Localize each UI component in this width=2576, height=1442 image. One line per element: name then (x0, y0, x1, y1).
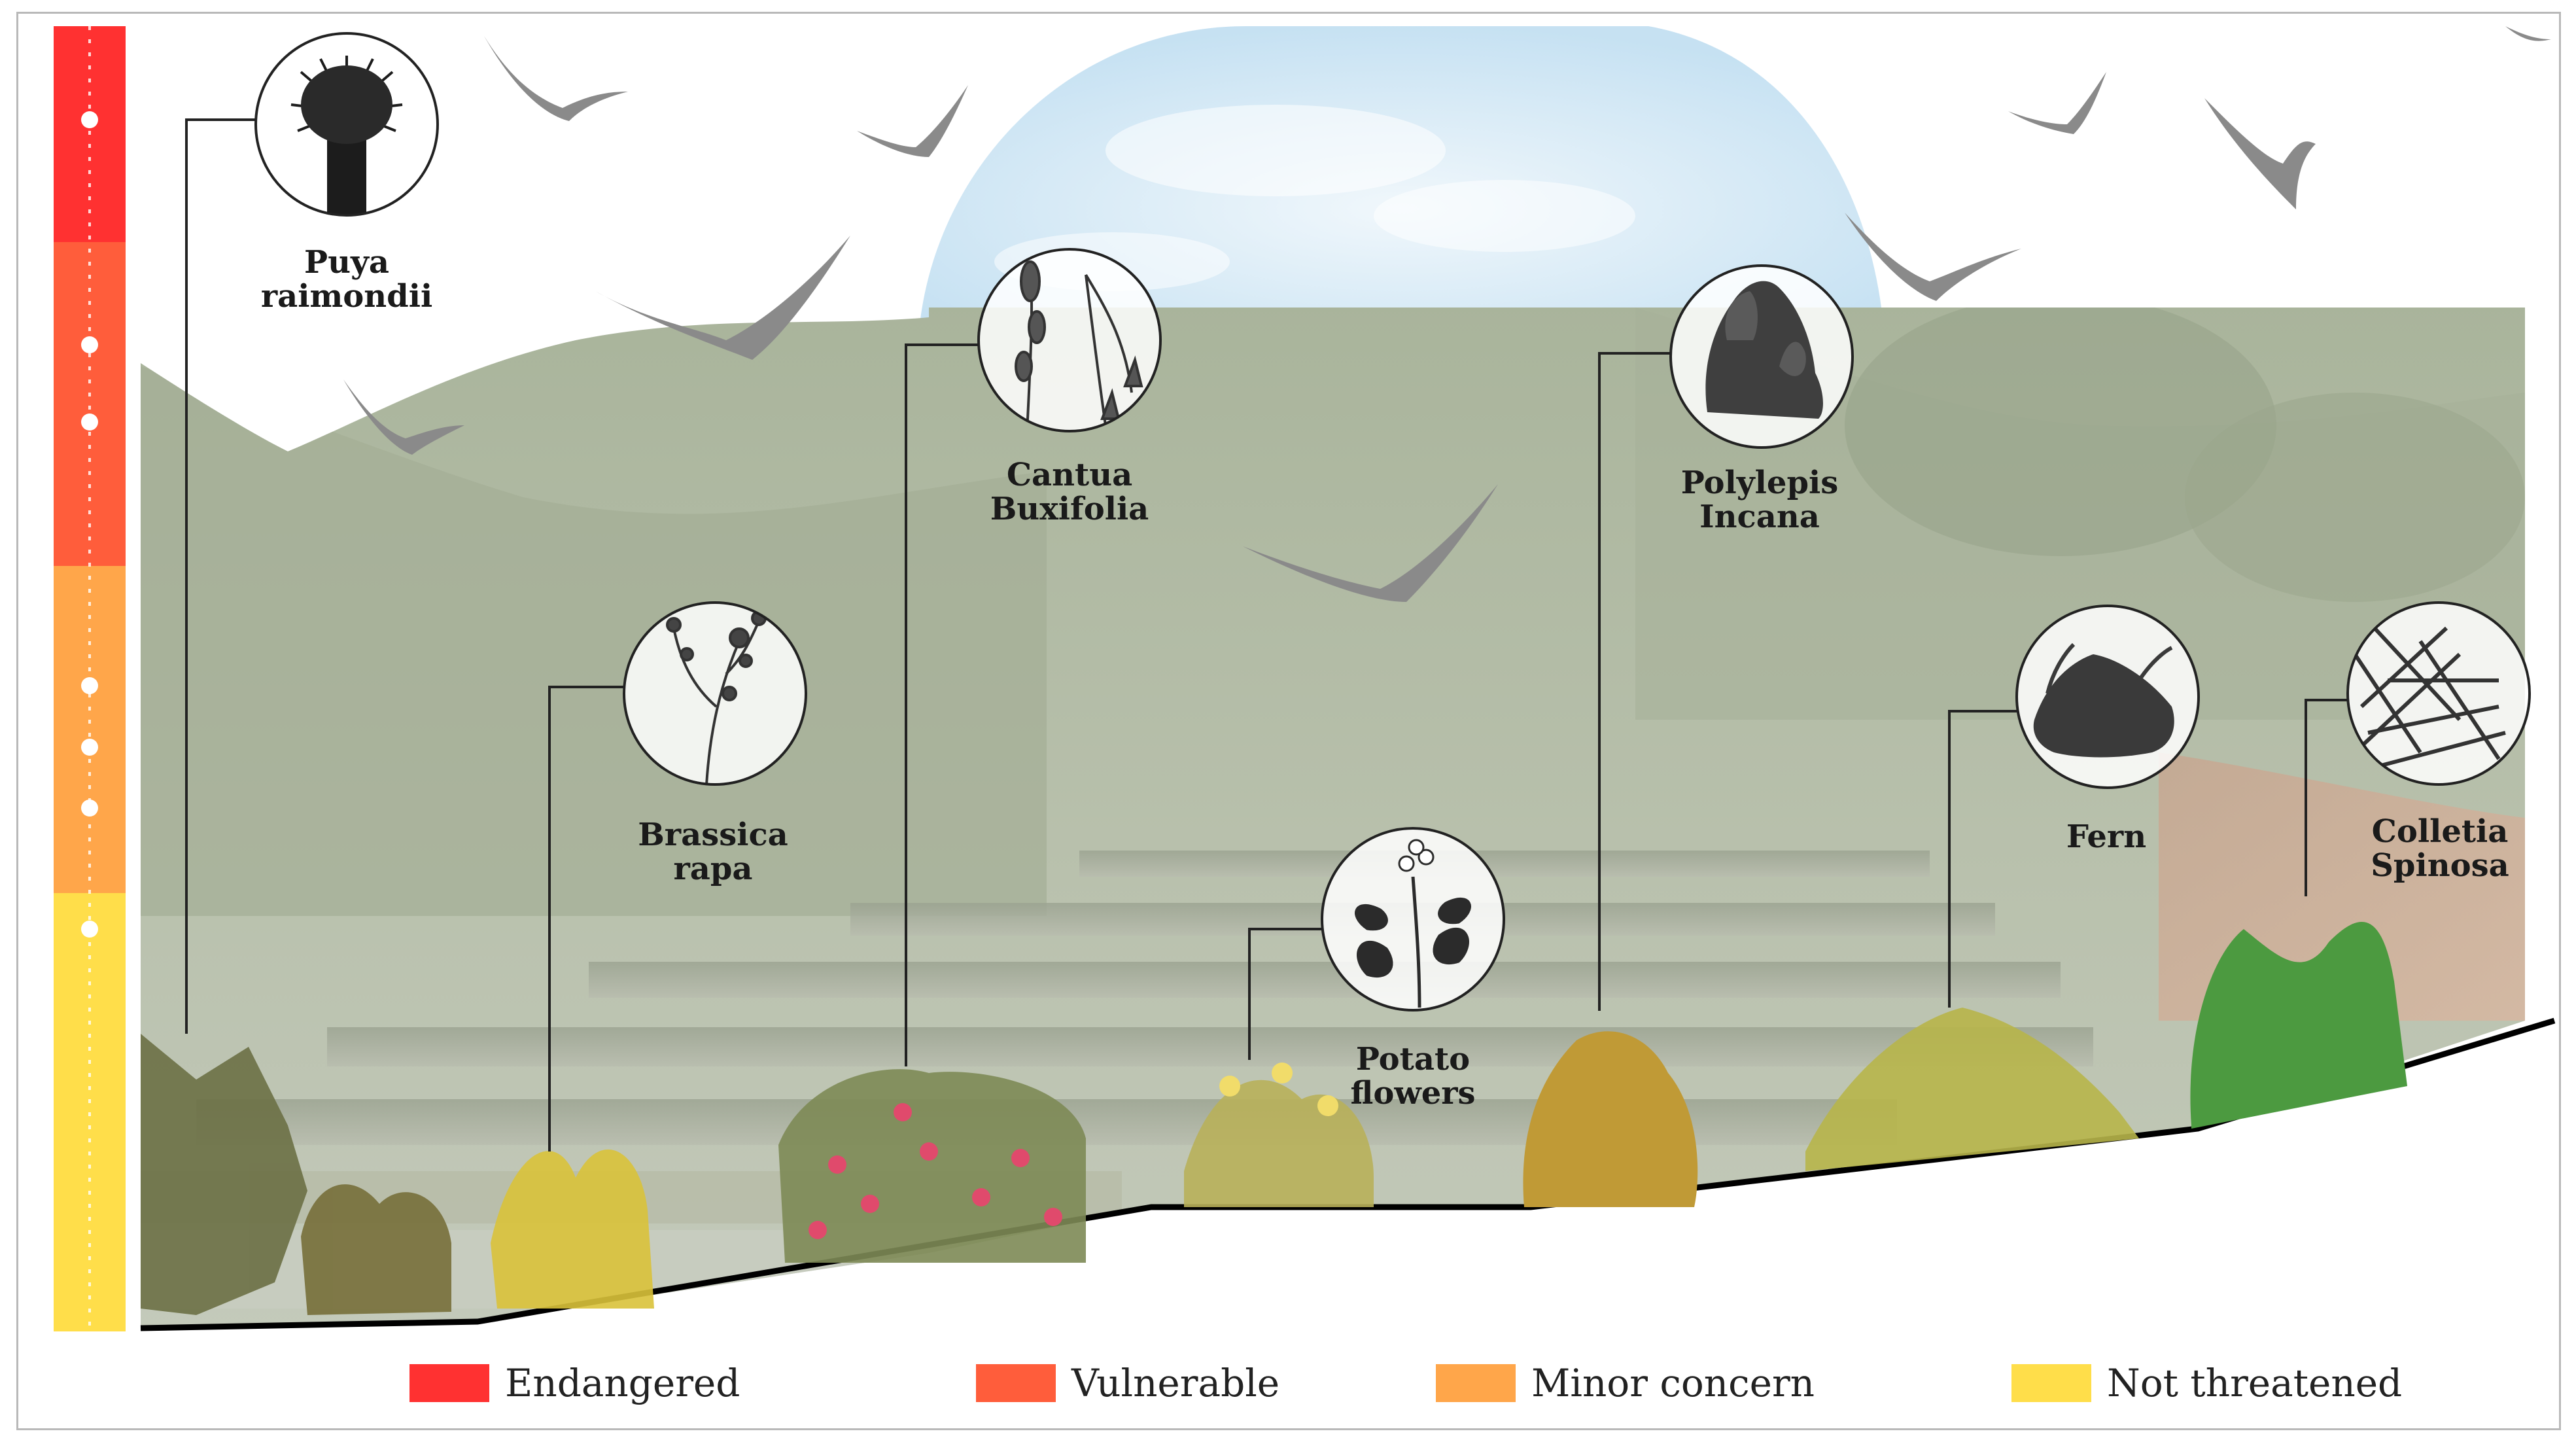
brassica-plant-icon (666, 610, 767, 784)
leader-cantua (905, 343, 979, 1066)
scale-dot-polylepis (81, 413, 98, 431)
legend-swatch-not-threatened (2011, 1364, 2091, 1402)
scale-dot-potato (81, 921, 98, 938)
legend-label-not-threatened: Not threatened (2107, 1361, 2403, 1405)
potato-portrait (1321, 827, 1505, 1011)
cloud (1105, 105, 1446, 196)
legend-label-minor-concern: Minor concern (1531, 1361, 1815, 1405)
puya-foreground (141, 1034, 451, 1315)
label-colletia: Colletia Spinosa (2371, 813, 2509, 884)
cloud (1374, 180, 1635, 252)
puya-portrait (254, 32, 439, 217)
leader-lines (185, 118, 2348, 1152)
cantua-plant-icon (1015, 260, 1143, 431)
leader-polylepis (1598, 352, 1671, 1011)
puya-plant-icon (290, 56, 403, 215)
scale-dot-colletia (81, 800, 98, 817)
bird-icon (484, 36, 628, 121)
bird-icon (2505, 26, 2551, 41)
threat-scale (54, 26, 126, 1331)
legend-swatch-minor-concern (1436, 1364, 1516, 1402)
leader-brassica (548, 686, 624, 1152)
legend-swatch-endangered (409, 1364, 489, 1402)
bird-icon (343, 379, 464, 455)
label-polylepis: Polylepis Incana (1680, 465, 1839, 535)
potato-foreground (1184, 1063, 1374, 1207)
legend-label-vulnerable: Vulnerable (1071, 1361, 1280, 1405)
leader-potato (1248, 928, 1322, 1060)
label-cantua: Cantua Buxifolia (990, 457, 1149, 527)
bird-icon (1845, 213, 2021, 301)
label-puya: Puya raimondii (260, 244, 433, 315)
label-potato: Potato flowers (1350, 1041, 1476, 1112)
scale-dot-puya (81, 111, 98, 128)
potato-flower-icon (1355, 839, 1471, 1008)
birds (343, 26, 2551, 602)
leader-fern (1948, 710, 2017, 1008)
leader-puya (185, 118, 256, 1034)
diagram-frame (16, 12, 2561, 1430)
legend-vulnerable: Vulnerable (976, 1361, 1280, 1405)
fern-foreground (1805, 1008, 2139, 1171)
cantua-foreground (778, 1069, 1086, 1263)
colletia-shrub-icon (2353, 626, 2506, 767)
legend-endangered: Endangered (409, 1361, 740, 1405)
polylepis-portrait (1669, 264, 1854, 449)
colletia-foreground (2190, 922, 2407, 1129)
brassica-portrait (623, 601, 807, 786)
brassica-foreground (491, 1149, 654, 1309)
scale-dot-brassica (81, 677, 98, 694)
plant-portraits (254, 32, 2531, 1011)
legend-label-endangered: Endangered (505, 1361, 740, 1405)
bird-icon (595, 236, 850, 360)
bird-icon (857, 85, 968, 157)
leader-colletia (2305, 699, 2348, 896)
fern-portrait (2015, 605, 2200, 789)
polylepis-tree-icon (1705, 281, 1823, 419)
polylepis-foreground (1523, 1031, 1698, 1207)
foreground-plants (141, 922, 2407, 1315)
cantua-portrait (977, 248, 1162, 432)
label-brassica: Brassica rapa (638, 817, 788, 887)
bird-icon (2008, 72, 2106, 134)
scale-dot-fern (81, 739, 98, 756)
label-fern: Fern (2066, 818, 2147, 855)
bird-icon (2204, 98, 2316, 209)
legend-minor-concern: Minor concern (1436, 1361, 1815, 1405)
legend-swatch-vulnerable (976, 1364, 1056, 1402)
fern-icon (2033, 642, 2174, 758)
legend-not-threatened: Not threatened (2011, 1361, 2403, 1405)
bird-icon (1243, 484, 1498, 602)
colletia-portrait (2346, 601, 2531, 786)
scale-dot-cantua (81, 336, 98, 353)
